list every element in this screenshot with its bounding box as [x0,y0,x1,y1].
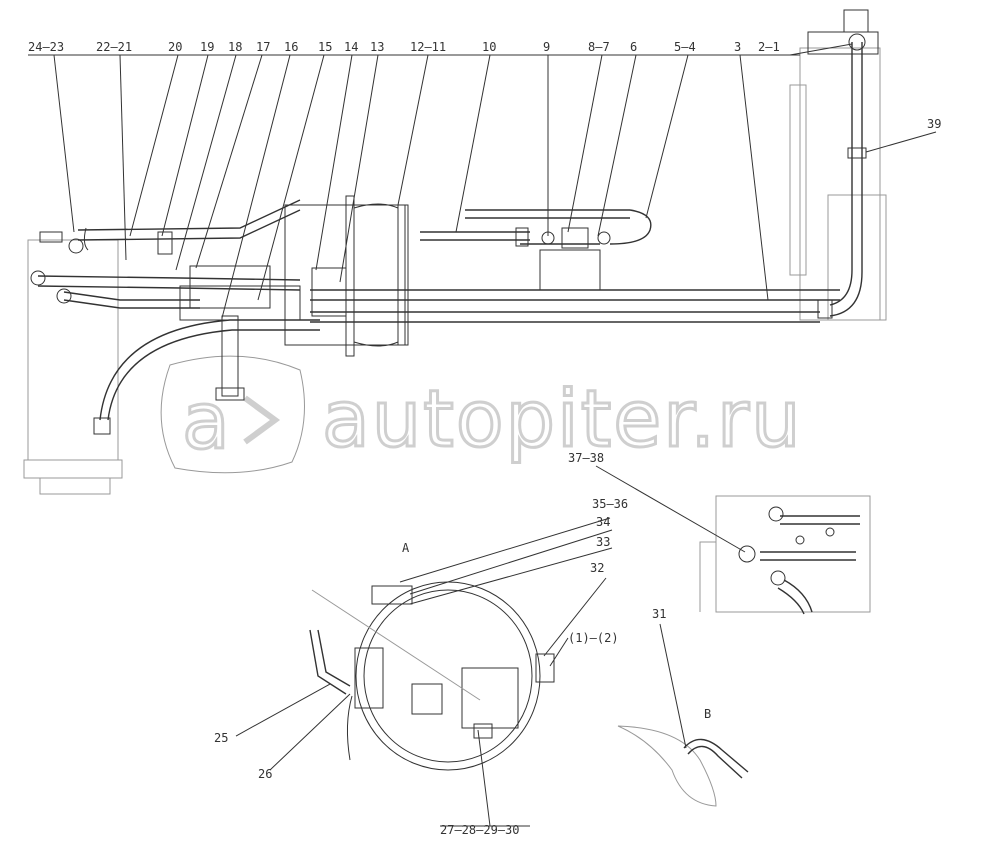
label-18: 18 [228,40,242,54]
part-labels: 24—23 22—21 20 19 18 17 16 15 14 13 12—1… [28,40,941,837]
label-17: 17 [256,40,270,54]
label-10: 10 [482,40,496,54]
label-27-30: 27—28—29—30 [440,823,519,837]
view-a-label: A [402,541,410,555]
label-2-1: 2—1 [758,40,780,54]
label-35-36: 35—36 [592,497,628,511]
label-24-23: 24—23 [28,40,64,54]
view-b-label: B [704,707,711,721]
label-5-4: 5—4 [674,40,696,54]
detail-a [309,581,555,771]
label-34: 34 [596,515,610,529]
label-12-11: 12—11 [410,40,446,54]
label-8-7: 8—7 [588,40,610,54]
leader-lines [28,43,937,827]
label-33: 33 [596,535,610,549]
label-20: 20 [168,40,182,54]
label-32: 32 [590,561,604,575]
label-25: 25 [214,731,228,745]
label-9: 9 [543,40,550,54]
label-26: 26 [258,767,272,781]
label-16: 16 [284,40,298,54]
label-3: 3 [734,40,741,54]
watermark: a autopiter.ru [160,355,803,474]
detail-37-38 [699,495,871,615]
label-22-21: 22—21 [96,40,132,54]
label-39: 39 [927,117,941,131]
label-37-38: 37—38 [568,451,604,465]
watermark-text: autopiter.ru [322,375,803,465]
label-31: 31 [652,607,666,621]
watermark-logo-a: a [182,377,232,467]
detail-b [617,725,749,807]
label-13: 13 [370,40,384,54]
label-14: 14 [344,40,358,54]
label-1-2: (1)—(2) [568,631,619,645]
label-6: 6 [630,40,637,54]
label-19: 19 [200,40,214,54]
label-15: 15 [318,40,332,54]
